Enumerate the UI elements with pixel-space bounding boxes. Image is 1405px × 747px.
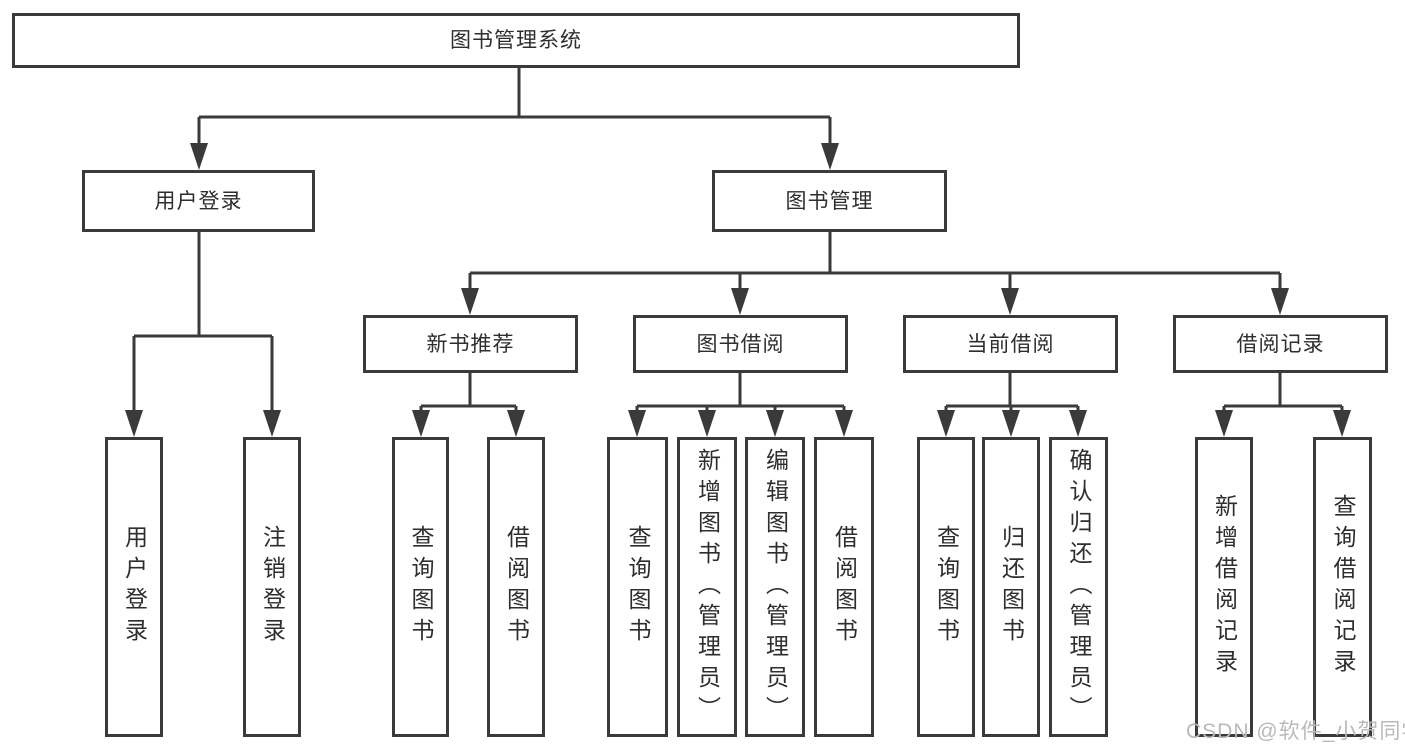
leaf-add-book-admin: 新增图书（管理员） <box>677 437 737 737</box>
leaf-user-login: 用户登录 <box>105 437 163 737</box>
node-current-borrow: 当前借阅 <box>903 315 1118 373</box>
node-user-login: 用户登录 <box>82 170 315 232</box>
node-new-book-recommend: 新书推荐 <box>363 315 578 373</box>
leaf-query-books-borrow: 查询图书 <box>607 437 668 737</box>
leaf-confirm-return-admin: 确认归还（管理员） <box>1049 437 1108 737</box>
leaf-query-books-current: 查询图书 <box>917 437 975 737</box>
connector-current-borrow-to-leaves <box>937 373 1087 437</box>
leaf-query-books-recommend: 查询图书 <box>392 437 449 737</box>
leaf-borrow-books-recommend: 借阅图书 <box>487 437 545 737</box>
node-borrow-records: 借阅记录 <box>1173 315 1388 373</box>
watermark: CSDN @软件_小贺同学 <box>1186 720 1405 743</box>
node-book-borrow: 图书借阅 <box>633 315 848 373</box>
connector-root-to-level2 <box>190 68 839 170</box>
connector-borrow-records-to-leaves <box>1215 373 1351 437</box>
connector-new-book-recommend-to-leaves <box>412 373 525 437</box>
leaf-edit-book-admin: 编辑图书（管理员） <box>745 437 805 737</box>
leaf-add-borrow-record: 新增借阅记录 <box>1195 437 1253 737</box>
connector-book-borrow-to-leaves <box>628 373 853 437</box>
leaf-query-borrow-record: 查询借阅记录 <box>1313 437 1372 737</box>
connector-book-management-to-level3 <box>461 232 1289 315</box>
node-book-management: 图书管理 <box>712 170 947 232</box>
connector-user-login-to-leaves <box>125 232 281 437</box>
leaf-borrow-books: 借阅图书 <box>814 437 874 737</box>
leaf-logout: 注销登录 <box>243 437 301 737</box>
node-library-management-system: 图书管理系统 <box>12 13 1020 68</box>
leaf-return-book: 归还图书 <box>982 437 1040 737</box>
